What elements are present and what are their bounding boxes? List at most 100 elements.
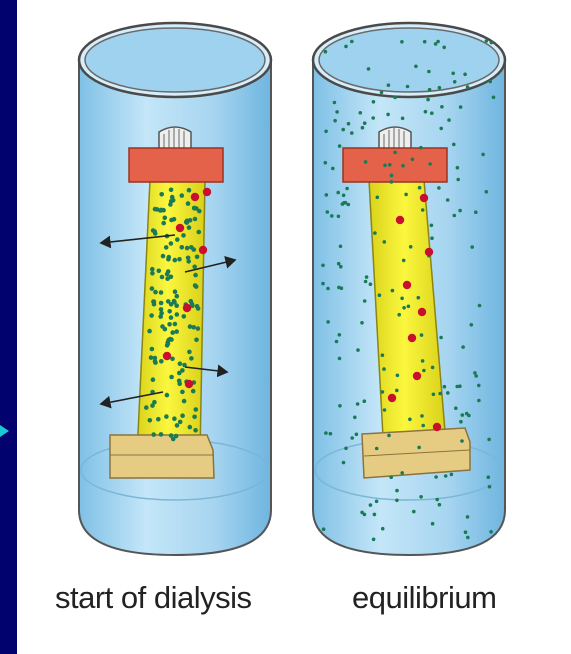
small-particle xyxy=(335,110,339,114)
small-particle xyxy=(172,416,177,421)
large-particle xyxy=(176,224,184,232)
small-particle xyxy=(335,340,339,344)
small-particle xyxy=(164,414,169,419)
small-particle xyxy=(181,233,186,238)
small-particle xyxy=(381,353,385,357)
small-particle xyxy=(432,393,436,397)
small-particle xyxy=(487,475,491,479)
small-particle xyxy=(186,201,191,206)
small-particle xyxy=(326,210,330,214)
small-particle xyxy=(364,160,368,164)
small-particle xyxy=(363,299,367,303)
small-particle xyxy=(458,384,462,388)
small-particle xyxy=(144,405,149,410)
small-particle xyxy=(338,357,342,361)
small-particle xyxy=(387,83,391,87)
small-particle xyxy=(421,424,425,428)
small-particle xyxy=(151,228,156,233)
small-particle xyxy=(440,105,444,109)
small-particle xyxy=(452,143,456,147)
small-particle xyxy=(321,264,325,268)
small-particle xyxy=(196,306,201,311)
large-particle xyxy=(185,380,193,388)
small-particle xyxy=(426,98,430,102)
small-particle xyxy=(159,290,164,295)
small-particle xyxy=(481,153,485,157)
small-particle xyxy=(373,513,377,517)
small-particle xyxy=(446,198,450,202)
small-particle xyxy=(456,178,460,182)
small-particle xyxy=(401,117,405,121)
small-particle xyxy=(193,273,198,278)
small-particle xyxy=(456,166,460,170)
small-particle xyxy=(408,418,412,422)
small-particle xyxy=(339,245,343,249)
small-particle xyxy=(157,269,162,274)
small-particle xyxy=(193,428,198,433)
small-particle xyxy=(400,40,404,44)
small-particle xyxy=(417,296,421,300)
small-particle xyxy=(353,416,357,420)
small-particle xyxy=(490,41,494,45)
small-particle xyxy=(391,289,395,293)
small-particle xyxy=(197,230,202,235)
small-particle xyxy=(166,257,171,262)
small-particle xyxy=(337,262,341,266)
small-particle xyxy=(355,433,359,437)
small-particle xyxy=(149,313,154,318)
small-particle xyxy=(153,360,158,365)
small-particle xyxy=(478,304,482,308)
small-particle xyxy=(427,70,431,74)
small-particle xyxy=(169,199,174,204)
small-particle xyxy=(338,333,342,337)
small-particle xyxy=(180,390,185,395)
small-particle xyxy=(160,275,165,280)
small-particle xyxy=(169,433,174,438)
small-particle xyxy=(169,188,174,193)
small-particle xyxy=(149,355,154,360)
large-particle xyxy=(403,281,411,289)
figure-panel: start of dialysis equilibrium xyxy=(17,0,571,654)
small-particle xyxy=(382,367,386,371)
small-particle xyxy=(414,65,418,69)
small-particle xyxy=(463,73,467,77)
small-particle xyxy=(182,399,187,404)
large-particle xyxy=(418,308,426,316)
small-particle xyxy=(419,495,423,499)
small-particle xyxy=(492,96,496,100)
small-particle xyxy=(191,389,196,394)
small-particle xyxy=(465,412,469,416)
small-particle xyxy=(404,193,408,197)
large-particle xyxy=(433,423,441,431)
small-particle xyxy=(167,322,172,327)
small-particle xyxy=(159,359,164,364)
large-particle xyxy=(191,193,199,201)
small-particle xyxy=(373,231,377,235)
small-particle xyxy=(431,366,435,370)
small-particle xyxy=(193,217,198,222)
small-particle xyxy=(324,431,328,435)
small-particle xyxy=(151,377,156,382)
small-particle xyxy=(464,530,468,534)
small-particle xyxy=(169,275,174,280)
small-particle xyxy=(485,39,489,43)
large-particle xyxy=(203,188,211,196)
small-particle xyxy=(147,329,152,334)
small-particle xyxy=(165,343,170,348)
small-particle xyxy=(381,390,385,394)
small-particle xyxy=(402,259,406,263)
small-particle xyxy=(388,163,392,167)
small-particle xyxy=(444,474,448,478)
small-particle xyxy=(341,128,345,132)
caption-equilibrium: equilibrium xyxy=(352,580,496,616)
bullet-arrow-icon xyxy=(0,425,9,437)
small-particle xyxy=(376,196,380,200)
small-particle xyxy=(363,121,367,125)
tubing-clamp xyxy=(159,127,191,150)
small-particle xyxy=(153,356,158,361)
small-particle xyxy=(361,126,365,130)
small-particle xyxy=(489,80,493,84)
small-particle xyxy=(360,321,364,325)
small-particle xyxy=(177,257,182,262)
small-particle xyxy=(393,96,397,100)
